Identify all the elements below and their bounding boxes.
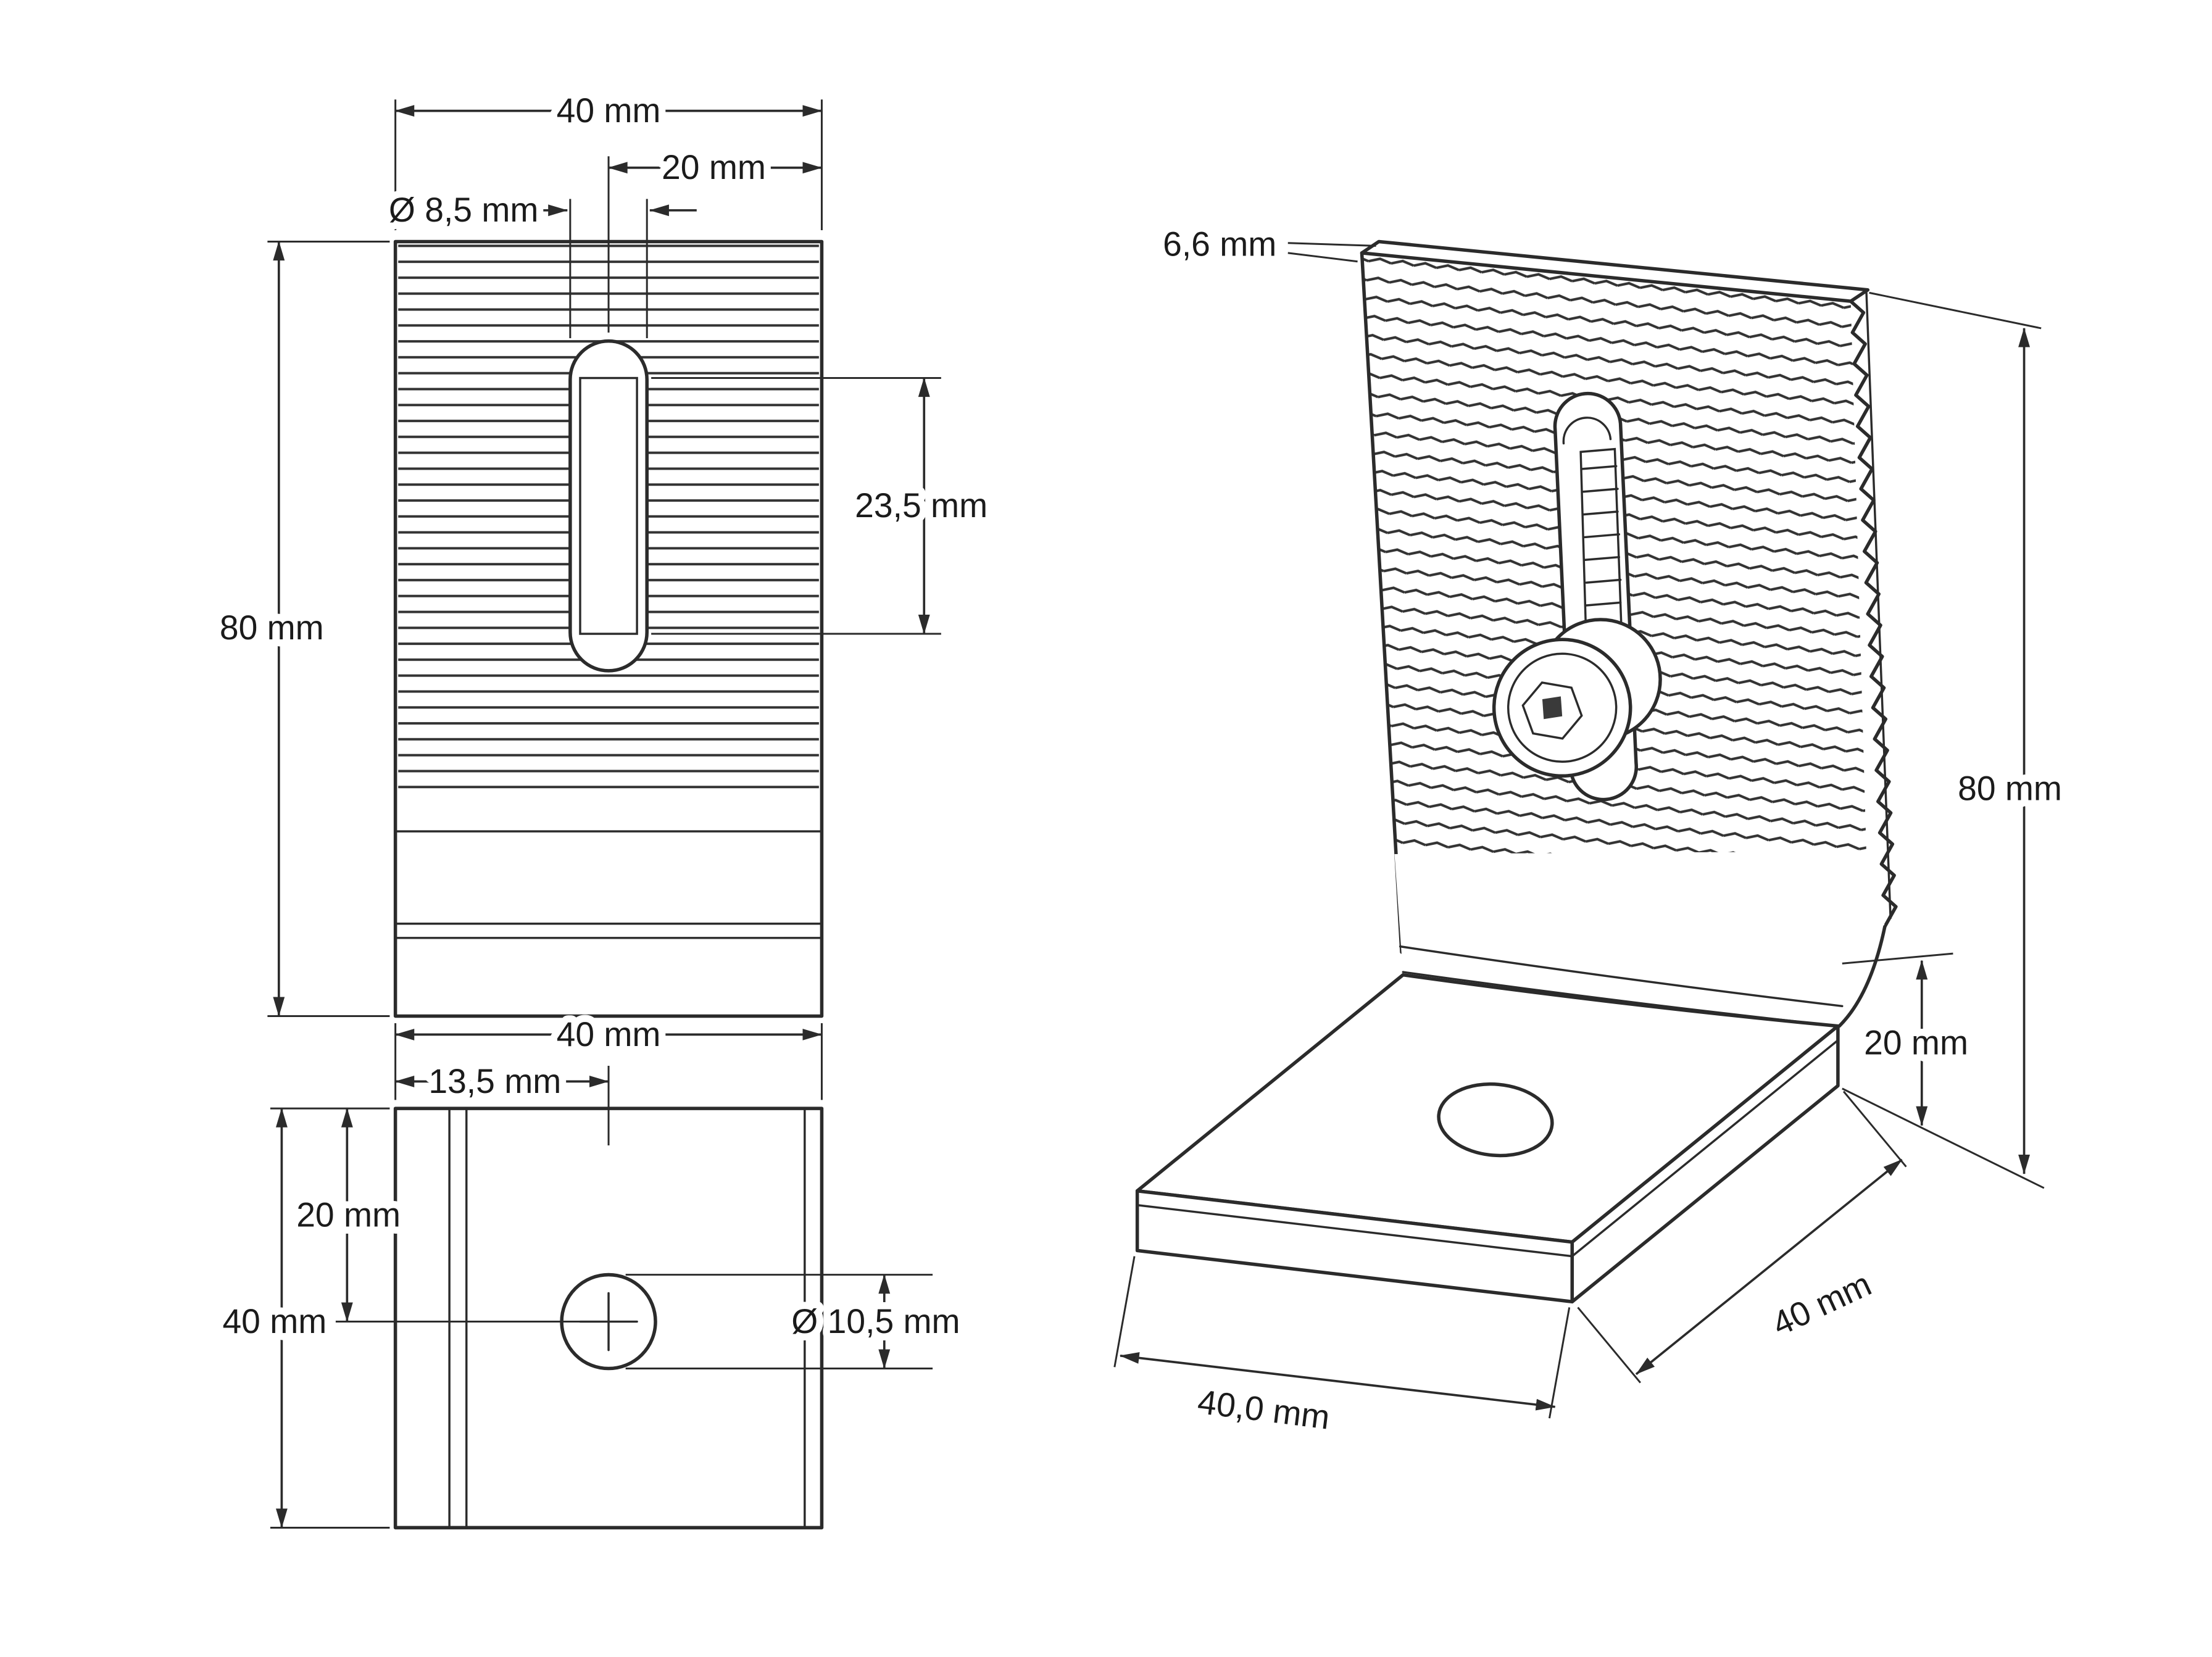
front-slot xyxy=(568,339,649,673)
front-view: 40 mm 20 mm Ø 8,5 mm 80 mm 2 xyxy=(212,85,995,1018)
iso-bend-right-edge xyxy=(1837,924,1887,1028)
bolt-shank xyxy=(1579,447,1623,648)
top-hole-x-label: 13,5 mm xyxy=(428,1062,561,1100)
top-width-dim: 40 mm xyxy=(394,1008,823,1100)
front-plate-bend-lines xyxy=(394,830,823,939)
front-slot-length-dim: 23,5 mm xyxy=(651,377,995,635)
front-slot-length-label: 23,5 mm xyxy=(855,486,988,525)
iso-bend-face xyxy=(1394,851,1885,1026)
front-height-dim: 80 mm xyxy=(212,240,390,1017)
iso-depth-label: 40 mm xyxy=(1766,1265,1877,1343)
front-slot-offset-dim: 20 mm xyxy=(607,141,823,333)
iso-thickness-label: 6,6 mm xyxy=(1163,225,1276,263)
isometric-view: 6,6 mm 80 mm 20 mm 40 mm 40,0 mm xyxy=(1113,218,2069,1443)
iso-height-dim: 80 mm xyxy=(1842,291,2069,1189)
top-hole-x-dim: 13,5 mm xyxy=(394,1055,610,1146)
front-width-label: 40 mm xyxy=(557,91,661,130)
front-slot-width-dim: Ø 8,5 mm xyxy=(381,184,697,339)
top-hole-dia-dim: Ø 10,5 mm xyxy=(625,1274,967,1370)
base-bend-lines xyxy=(448,1107,806,1529)
front-height-label: 80 mm xyxy=(220,608,324,647)
iso-edge-thickness-line xyxy=(1865,290,1892,920)
front-slot-width-label: Ø 8,5 mm xyxy=(389,191,539,229)
top-hole-y-dim: 20 mm xyxy=(289,1107,586,1323)
iso-slot-inner-edge xyxy=(1562,417,1612,445)
top-hole-dia-label: Ø 10,5 mm xyxy=(791,1302,960,1340)
iso-thickness-dim: 6,6 mm xyxy=(1156,218,1376,270)
top-depth-label: 40 mm xyxy=(222,1302,326,1340)
iso-plate-left-edge xyxy=(1360,251,1403,954)
iso-height-label: 80 mm xyxy=(1958,769,2062,807)
iso-width-label: 40,0 mm xyxy=(1195,1382,1332,1437)
top-view: 40 mm 13,5 mm 40 mm 20 mm Ø 10,5 mm xyxy=(215,1008,967,1530)
iso-base-section-dim: 20 mm xyxy=(1842,952,1976,1126)
iso-base-hole xyxy=(1437,1082,1554,1158)
top-depth-dim: 40 mm xyxy=(215,1107,390,1529)
iso-base-section-label: 20 mm xyxy=(1864,1024,1968,1062)
iso-base-chamfer-lines xyxy=(1136,1039,1839,1258)
bolt-socket-center xyxy=(1542,696,1563,720)
bolt-threads xyxy=(1581,465,1622,607)
bolt-head-chamfer xyxy=(1507,652,1618,763)
top-hole-y-label: 20 mm xyxy=(296,1195,401,1234)
front-width-dim: 40 mm xyxy=(394,85,823,231)
top-width-label: 40 mm xyxy=(557,1015,661,1053)
front-slot-offset-label: 20 mm xyxy=(662,148,766,186)
